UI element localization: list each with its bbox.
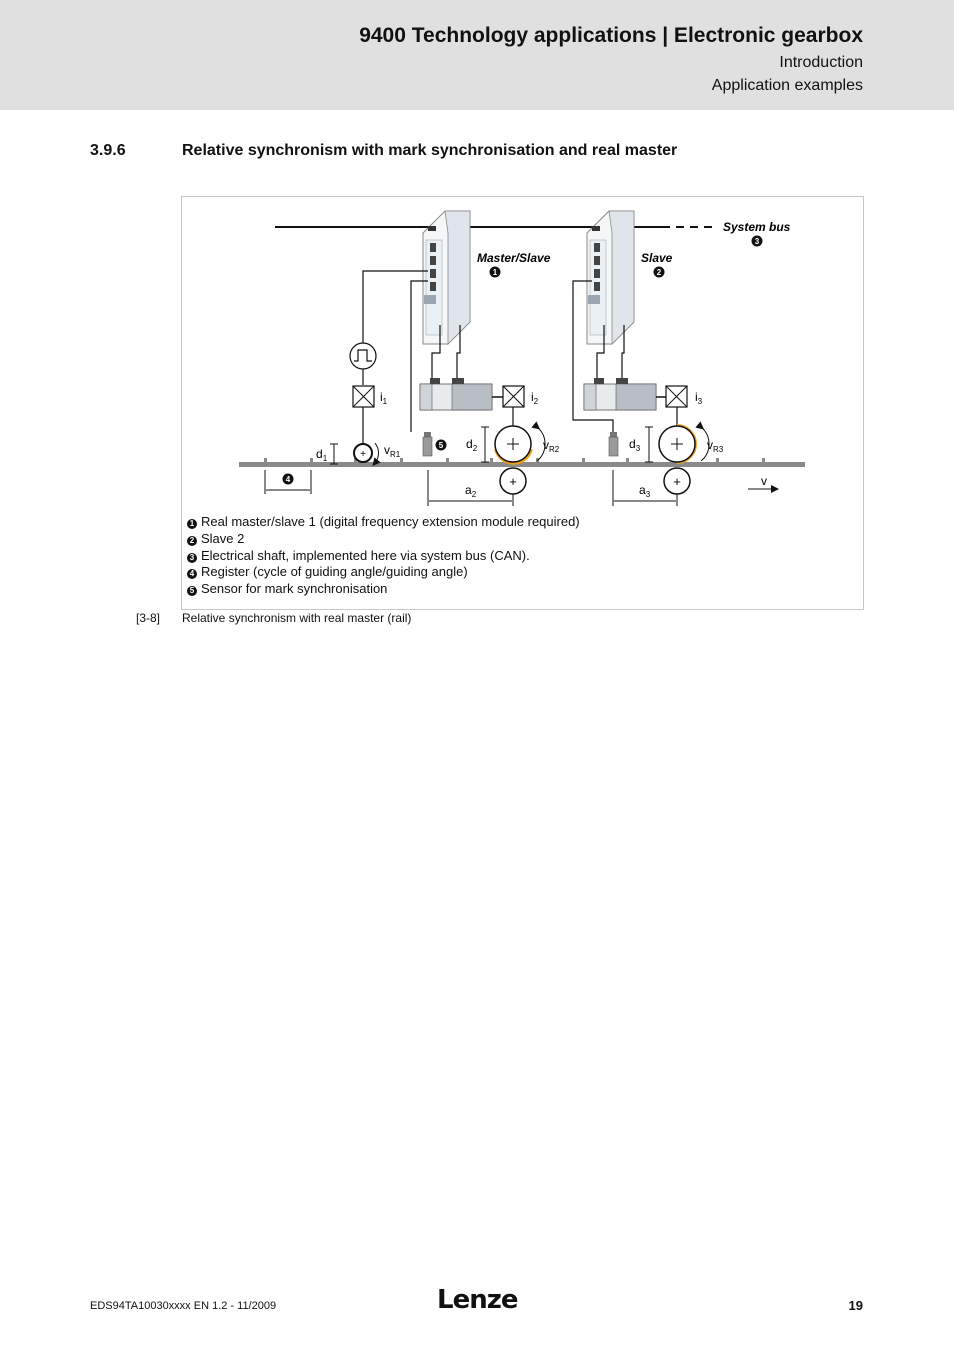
legend-text: Real master/slave 1 (digital frequency e… [201, 514, 580, 529]
sensor-cable-2 [572, 280, 614, 432]
legend-marker: 3 [187, 552, 197, 563]
marker-1: 1 [493, 268, 498, 277]
drive-controller-master [422, 210, 471, 345]
rail [239, 462, 805, 467]
legend-text: Slave 2 [201, 530, 245, 546]
vr1-arrow [372, 442, 381, 467]
section-title: Relative synchronism with mark synchroni… [182, 142, 678, 159]
gear-i1-label: i1 [380, 390, 388, 406]
marker-2-badge [653, 266, 665, 278]
gearbox-i2-icon [502, 385, 525, 408]
legend-text: Electrical shaft, implemented here via s… [201, 547, 530, 563]
gearbox-i1-icon [352, 385, 375, 408]
velocity-vr3-label: vR3 [707, 438, 724, 454]
marker-3: 3 [755, 237, 760, 246]
marker-5-badge [435, 439, 447, 451]
marker-1-badge [489, 266, 501, 278]
marker-2: 2 [657, 268, 662, 277]
marker-4-badge [282, 473, 294, 485]
motor-cable-2b [621, 325, 625, 383]
chapter-subtitle: Introduction [779, 54, 863, 71]
marker-5: 5 [439, 441, 444, 450]
section-subtitle: Application examples [711, 77, 863, 94]
motor-1-icon [419, 378, 503, 411]
mark-sensor-2-icon [608, 432, 619, 457]
svg-text:+: + [360, 449, 366, 460]
encoder-pulse-icon [349, 342, 377, 370]
sensor-cable-1 [410, 280, 428, 432]
motor-cable-1b [456, 325, 461, 383]
gearbox-i3-icon [665, 385, 688, 408]
velocity-vr1-label: vR1 [384, 443, 401, 459]
lenze-logo: Lenze [437, 1285, 518, 1315]
motor-cable-2a [596, 325, 605, 383]
figure-legend: 1 Real master/slave 1 (digital frequency … [187, 514, 580, 598]
master-slave-label: Master/Slave [477, 251, 551, 265]
figure-caption: Relative synchronism with real master (r… [182, 611, 412, 625]
system-bus-label: System bus [723, 220, 791, 234]
legend-marker: 2 [187, 535, 197, 546]
legend-item: 4 Register (cycle of guiding angle/guidin… [187, 564, 580, 581]
diameter-d1-label: d1 [316, 447, 328, 463]
distance-a2-label: a2 [465, 483, 477, 499]
velocity-vr2-label: vR2 [543, 438, 560, 454]
encoder-cable [362, 270, 428, 343]
page-number: 19 [848, 1298, 863, 1313]
distance-a3-label: a3 [639, 483, 651, 499]
slave-label: Slave [641, 251, 673, 265]
section-number: 3.9.6 [90, 142, 126, 159]
mark-sensor-1-icon [422, 432, 433, 457]
legend-text: Register (cycle of guiding angle/guiding… [201, 564, 468, 580]
motor-2-icon [583, 378, 666, 411]
vr2-arrow [531, 421, 546, 462]
synchronism-diagram: System bus 3 Master/Slave 1 Slave 2 [239, 210, 805, 506]
legend-text: Sensor for mark synchronisation [201, 581, 388, 597]
encoder-wheel [353, 443, 373, 463]
marker-4: 4 [286, 475, 291, 484]
velocity-v-label: v [761, 474, 767, 488]
diameter-d2-label: d2 [466, 437, 478, 453]
page-title: 9400 Technology applications | Electroni… [359, 24, 863, 47]
legend-item: 1 Real master/slave 1 (digital frequency … [187, 514, 580, 531]
document-id: EDS94TA10030xxxx EN 1.2 - 11/2009 [90, 1300, 277, 1312]
vr3-arrow [695, 421, 710, 462]
legend-marker: 5 [187, 586, 197, 597]
legend-marker: 4 [187, 569, 197, 580]
legend-item: 2 Slave 2 [187, 531, 580, 548]
marker-3-badge [751, 235, 763, 247]
drive-controller-slave [586, 210, 635, 345]
legend-item: 5 Sensor for mark synchronisation [187, 581, 580, 598]
diameter-d3-label: d3 [629, 437, 641, 453]
svg-text:+: + [509, 474, 517, 489]
legend-marker: 1 [187, 519, 197, 529]
motor-cable-1a [431, 325, 441, 383]
svg-text:+: + [673, 474, 681, 489]
gear-i3-label: i3 [695, 390, 703, 406]
figure-number: [3-8] [136, 611, 161, 625]
gear-i2-label: i2 [531, 390, 539, 406]
header-band [0, 0, 954, 110]
legend-item: 3 Electrical shaft, implemented here via … [187, 548, 580, 565]
